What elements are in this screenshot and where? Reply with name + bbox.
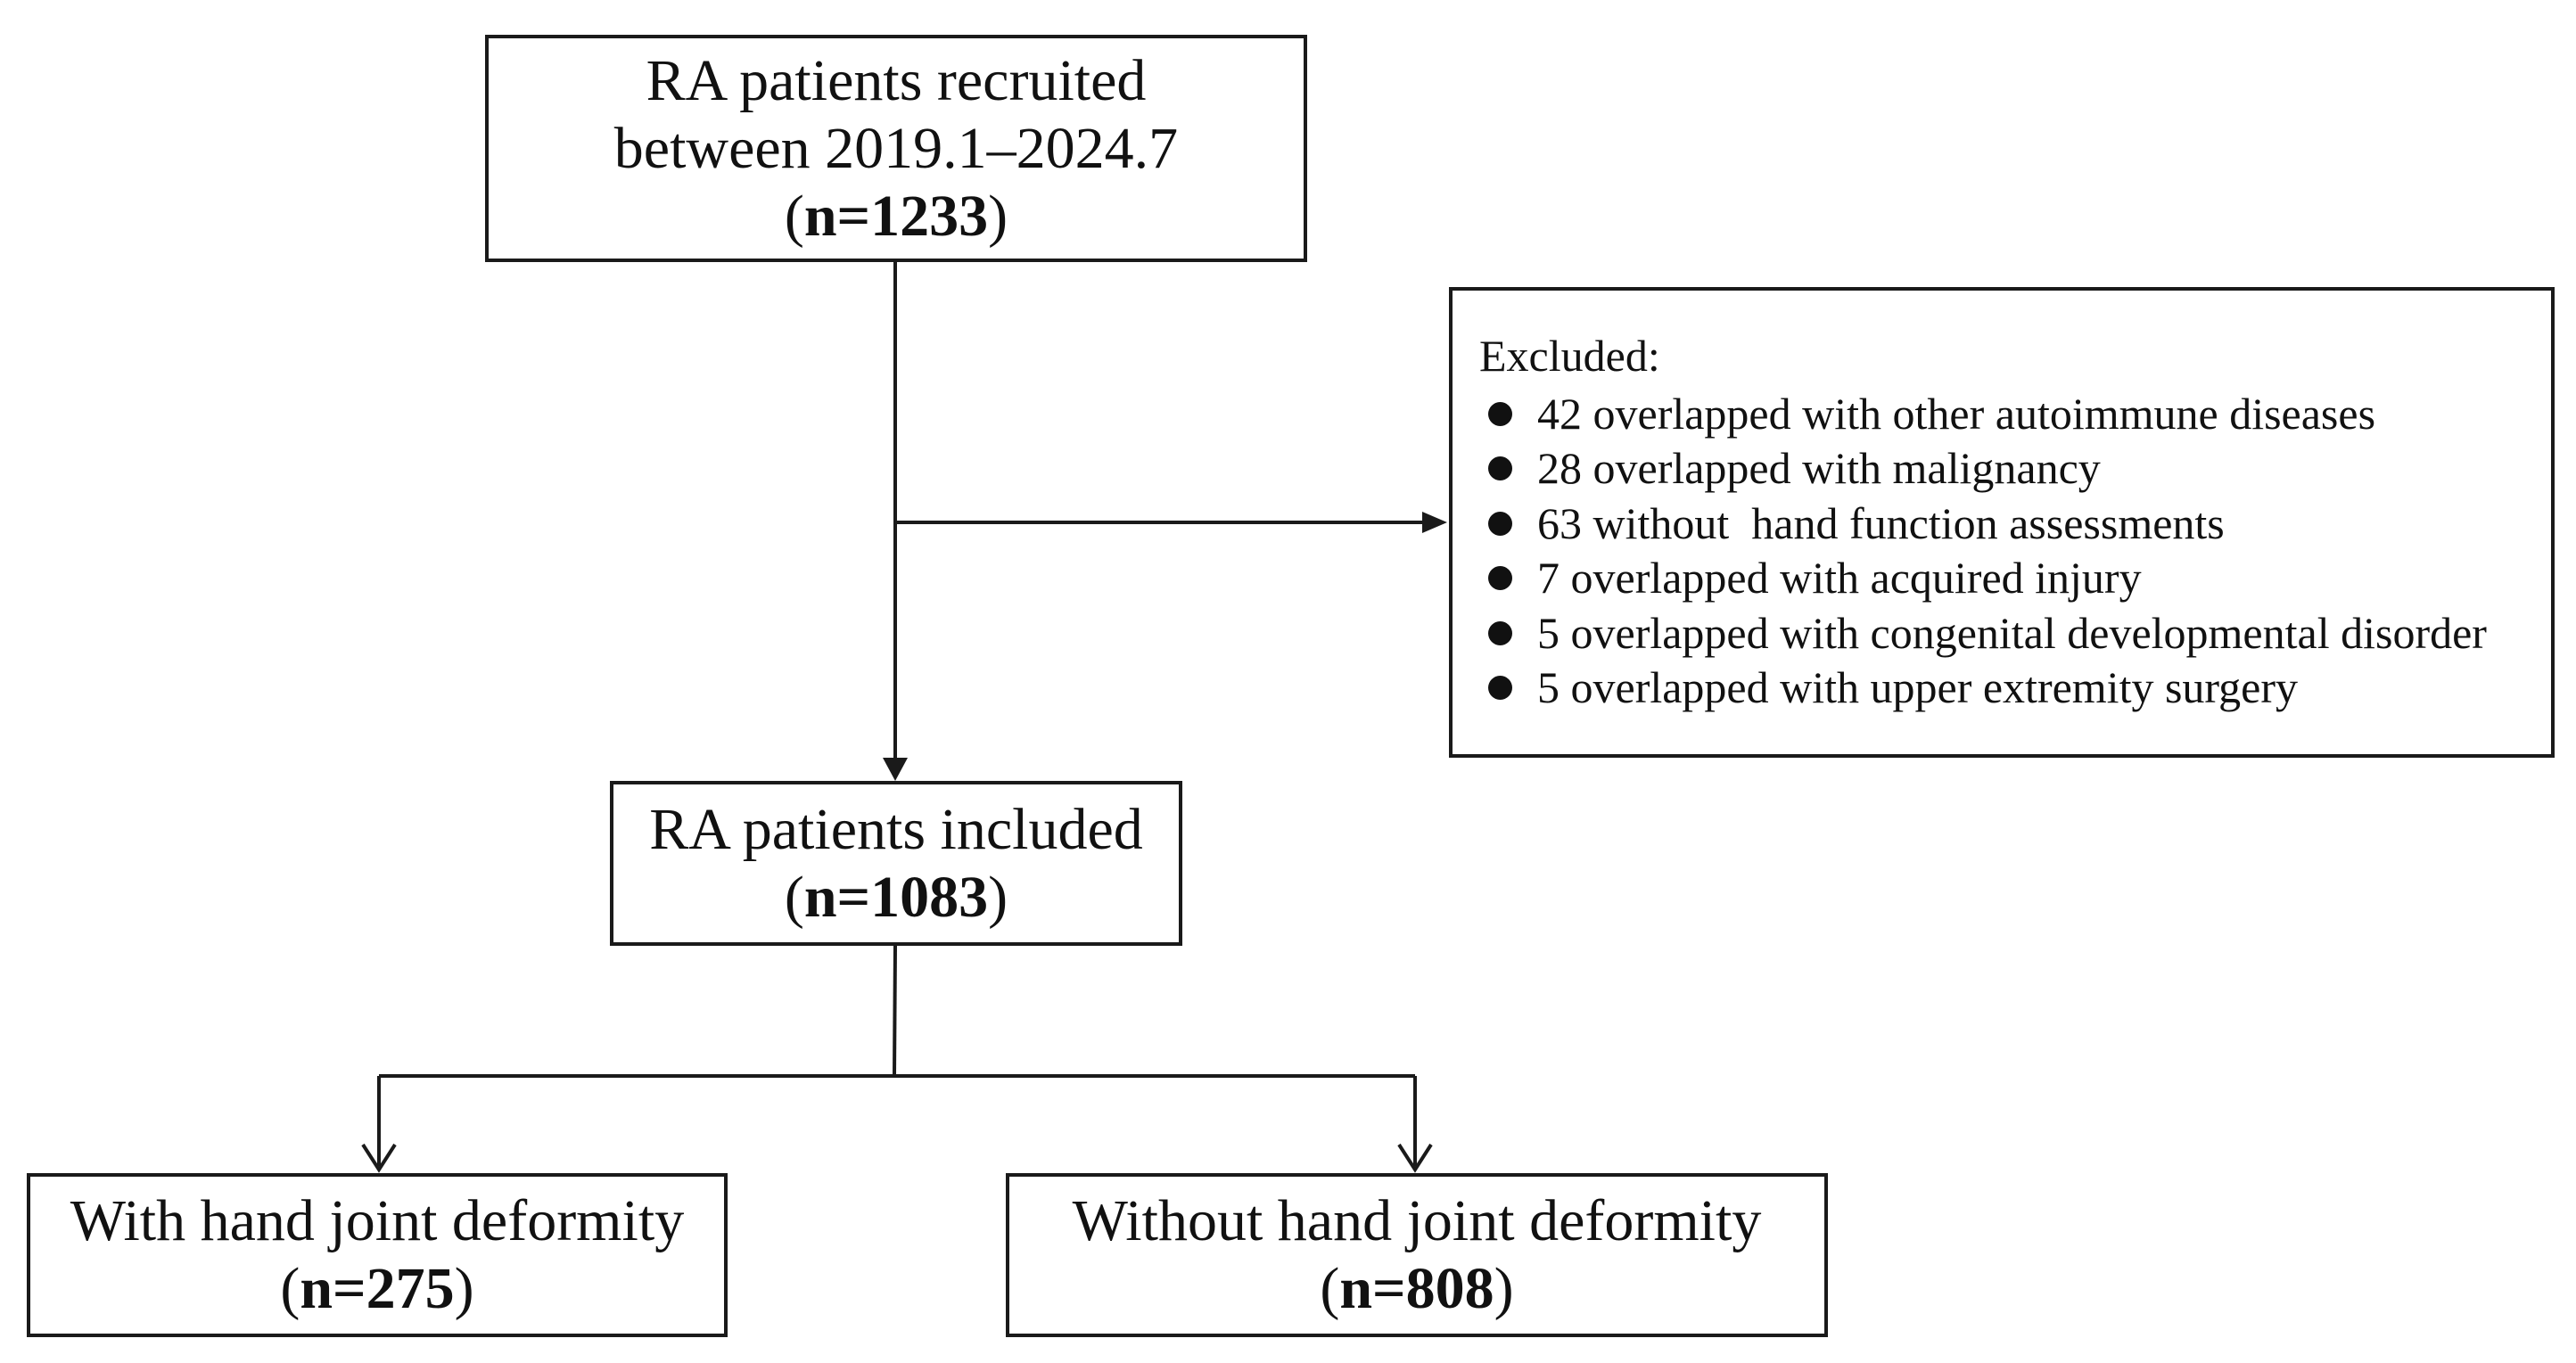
excluded-item-text: 5 overlapped with upper extremity surger… xyxy=(1537,662,2299,712)
excluded-item: 42 overlapped with other autoimmune dise… xyxy=(1479,387,2551,442)
without-deformity-count: n=808 xyxy=(1339,1256,1494,1321)
arrowhead-included xyxy=(883,758,908,781)
bullet-icon xyxy=(1488,401,1512,426)
excluded-item-text: 42 overlapped with other autoimmune dise… xyxy=(1537,388,2376,439)
excluded-item-text: 7 overlapped with acquired injury xyxy=(1537,553,2142,603)
recruited-box: RA patients recruited between 2019.1–202… xyxy=(485,35,1307,262)
excluded-item: 5 overlapped with upper extremity surger… xyxy=(1479,661,2551,716)
included-line1: RA patients included xyxy=(649,796,1143,862)
with-deformity-count: n=275 xyxy=(300,1256,455,1321)
excluded-list: 42 overlapped with other autoimmune dise… xyxy=(1479,387,2551,716)
bullet-icon xyxy=(1488,566,1512,591)
bullet-icon xyxy=(1488,620,1512,645)
excluded-item: 63 without hand function assessments xyxy=(1479,497,2551,552)
excluded-item-text: 63 without hand function assessments xyxy=(1537,497,2225,548)
connector-included-down xyxy=(893,945,897,1077)
excluded-item-text: 5 overlapped with congenital development… xyxy=(1537,607,2487,658)
recruited-count-line: (n=1233) xyxy=(784,183,1008,249)
with-deformity-line1: With hand joint deformity xyxy=(70,1188,685,1253)
included-box: RA patients included (n=1083) xyxy=(610,781,1182,946)
excluded-item-text: 28 overlapped with malignancy xyxy=(1537,443,2101,493)
excluded-item: 28 overlapped with malignancy xyxy=(1479,441,2551,497)
recruited-line2: between 2019.1–2024.7 xyxy=(613,115,1179,181)
bullet-icon xyxy=(1488,676,1512,701)
excluded-title: Excluded: xyxy=(1479,331,1660,381)
without-deformity-box: Without hand joint deformity (n=808) xyxy=(1006,1173,1828,1337)
included-count: n=1083 xyxy=(803,864,989,930)
with-deformity-count-line: (n=275) xyxy=(280,1256,474,1321)
bullet-icon xyxy=(1488,456,1512,481)
recruited-count: n=1233 xyxy=(803,183,989,249)
excluded-box: Excluded: 42 overlapped with other autoi… xyxy=(1449,287,2555,758)
bullet-icon xyxy=(1488,511,1512,536)
with-deformity-box: With hand joint deformity (n=275) xyxy=(27,1173,728,1337)
arrowhead-excluded xyxy=(1422,512,1447,533)
excluded-item: 7 overlapped with acquired injury xyxy=(1479,551,2551,606)
open-arrowhead-with xyxy=(361,1143,397,1173)
open-arrowhead-without xyxy=(1397,1143,1433,1173)
included-count-line: (n=1083) xyxy=(784,864,1008,930)
excluded-item: 5 overlapped with congenital development… xyxy=(1479,606,2551,661)
recruited-line1: RA patients recruited xyxy=(646,47,1147,113)
without-deformity-line1: Without hand joint deformity xyxy=(1072,1188,1762,1253)
without-deformity-count-line: (n=808) xyxy=(1320,1256,1514,1321)
